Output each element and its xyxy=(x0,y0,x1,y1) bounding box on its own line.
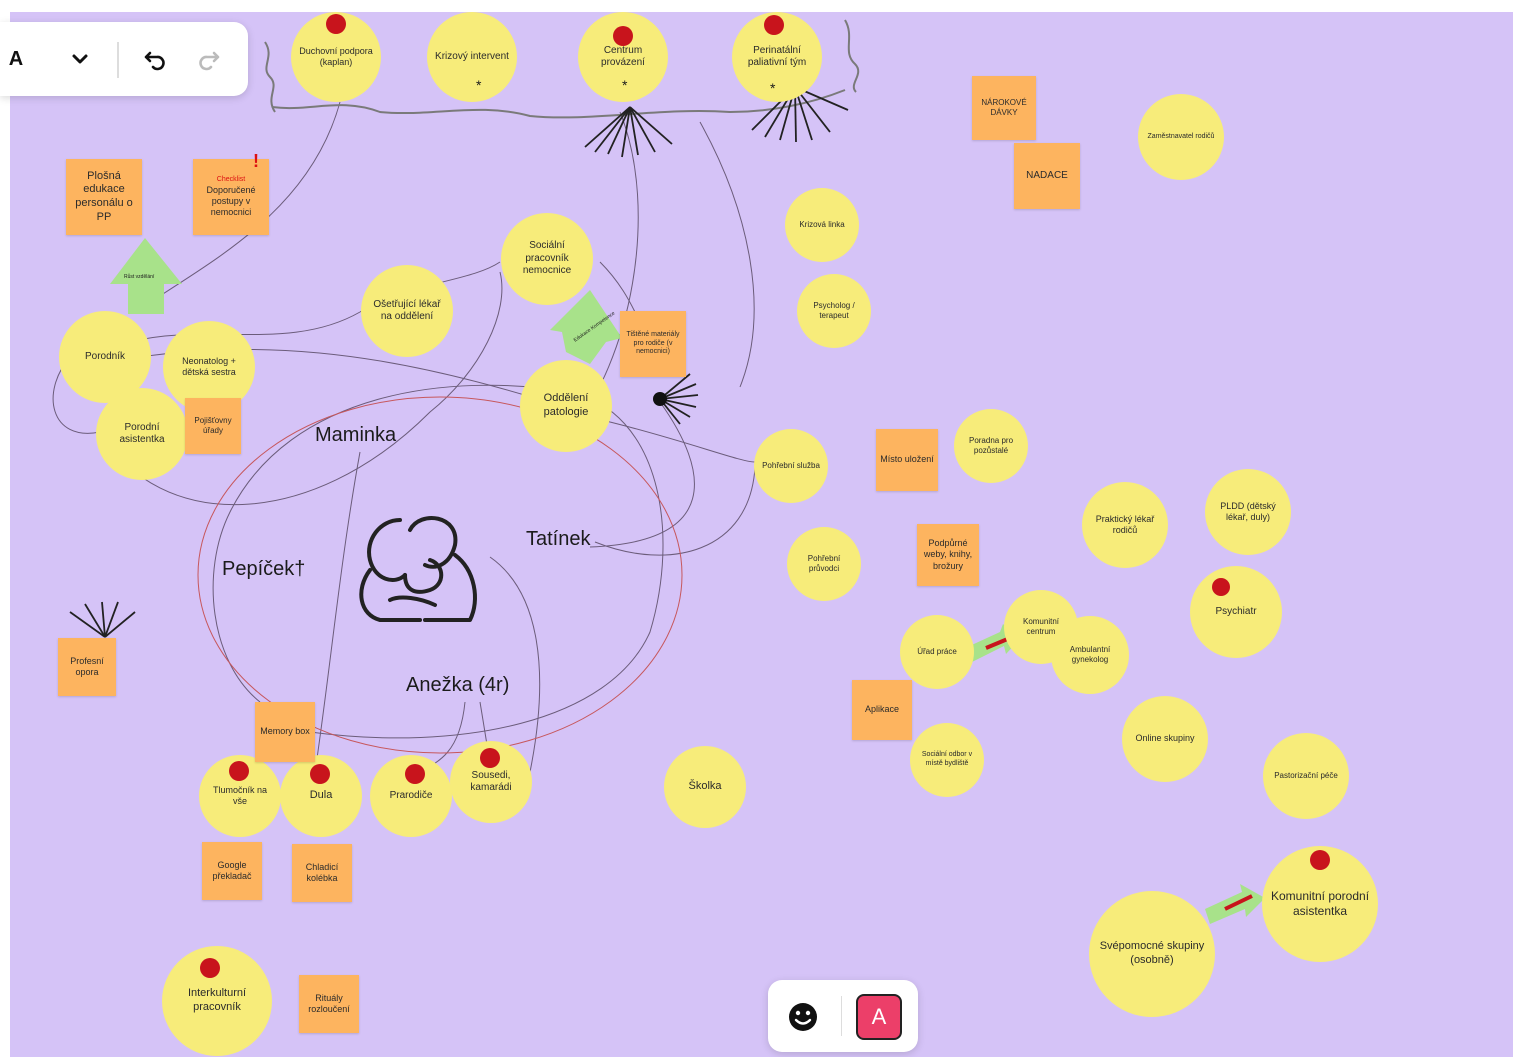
circle-poradna[interactable]: Poradna pro pozůstalé xyxy=(954,409,1028,483)
note-misto-ulozeni[interactable]: Místo uložení xyxy=(876,429,938,491)
note-memory-box[interactable]: Memory box xyxy=(255,702,315,762)
note-nadace[interactable]: NADACE xyxy=(1014,143,1080,209)
red-dot-marker xyxy=(480,748,500,768)
circle-svepomocne[interactable]: Svépomocné skupiny (osobně) xyxy=(1089,891,1215,1017)
circle-pohrebni-pruvodci[interactable]: Pohřební průvodci xyxy=(787,527,861,601)
red-dot-marker xyxy=(326,14,346,34)
asterisk-mark: * xyxy=(476,77,482,93)
circle-pohrebni-sluzba[interactable]: Pohřební služba xyxy=(754,429,828,503)
circle-pldd[interactable]: PLDD (dětský lékař, duly) xyxy=(1205,469,1291,555)
whiteboard-canvas[interactable]: Duchovní podpora (kaplan) Krizový interv… xyxy=(10,12,1513,1057)
red-dot-marker xyxy=(200,958,220,978)
label-maminka: Maminka xyxy=(315,424,397,446)
asterisk-mark: * xyxy=(622,77,628,93)
circle-online-skupiny[interactable]: Online skupiny xyxy=(1122,696,1208,782)
circle-skolka[interactable]: Školka xyxy=(664,746,746,828)
asterisk-mark: * xyxy=(770,80,776,96)
toolbar-divider xyxy=(117,42,119,78)
circle-psychiatr[interactable]: Psychiatr xyxy=(1190,566,1282,658)
connector-layer xyxy=(52,19,1265,924)
label-anezka: Anežka (4r) xyxy=(406,674,510,696)
circle-psycholog[interactable]: Psycholog / terapeut xyxy=(797,274,871,348)
note-google-prekladac[interactable]: Google překladač xyxy=(202,842,262,900)
toolbar: A xyxy=(0,22,248,96)
label-pepicek: Pepíček† xyxy=(222,558,306,580)
red-dot-marker xyxy=(764,15,784,35)
note-profesni-opora[interactable]: Profesní opora xyxy=(58,638,116,696)
circle-pastorizacni[interactable]: Pastorizační péče xyxy=(1263,733,1349,819)
circle-neonatolog[interactable]: Neonatolog + dětská sestra xyxy=(163,321,255,413)
undo-icon[interactable] xyxy=(140,44,170,74)
redo-icon[interactable] xyxy=(194,44,224,74)
note-tistene-materialy[interactable]: Tištěné materiály pro rodiče (v nemocnic… xyxy=(620,311,686,377)
circle-krizova-linka[interactable]: Krizová linka xyxy=(785,188,859,262)
circle-socialni-odbor[interactable]: Sociální odbor v místě bydliště xyxy=(910,723,984,797)
circle-ambulantni-gynekolog[interactable]: Ambulantní gynekolog xyxy=(1051,616,1129,694)
arrow-label-kvalita: Růst vzdělání xyxy=(124,274,155,280)
note-aplikace[interactable]: Aplikace xyxy=(852,680,912,740)
circle-prakticky-lekar[interactable]: Praktický lékař rodičů xyxy=(1082,482,1168,568)
bottom-divider xyxy=(841,996,842,1036)
font-style-button[interactable]: A xyxy=(8,47,24,70)
circle-porodnik[interactable]: Porodník xyxy=(59,311,151,403)
note-doporucene-postupy[interactable]: Checklist Doporučené postupy v nemocnici xyxy=(193,159,269,235)
note-plosna-edukace[interactable]: Plošná edukace personálu o PP xyxy=(66,159,142,235)
red-dot-marker xyxy=(1212,578,1230,596)
red-dot-marker xyxy=(310,764,330,784)
note-podpurne-weby[interactable]: Podpůrné weby, knihy, brožury xyxy=(917,524,979,586)
exclamation-icon: ! xyxy=(253,151,259,171)
circle-porodni-asistentka[interactable]: Porodní asistentka xyxy=(96,388,188,480)
circle-urad-prace[interactable]: Úřad práce xyxy=(900,615,974,689)
circle-osetrujici-lekar[interactable]: Ošetřující lékař na oddělení xyxy=(361,265,453,357)
red-dot-marker xyxy=(229,761,249,781)
circle-socialni-pracovnik[interactable]: Sociální pracovník nemocnice xyxy=(501,213,593,305)
red-dot-marker xyxy=(613,26,633,46)
circle-zamestnavatel[interactable]: Zaměstnavatel rodičů xyxy=(1138,94,1224,180)
chevron-down-icon[interactable] xyxy=(66,44,94,74)
note-ritualy[interactable]: Rituály rozloučení xyxy=(299,975,359,1033)
red-dot-marker xyxy=(1310,850,1330,870)
smiley-icon[interactable] xyxy=(788,1002,818,1037)
note-chladici-kolebka[interactable]: Chladicí kolébka xyxy=(292,844,352,902)
bottom-bar: A xyxy=(768,980,918,1052)
note-narokove-davky[interactable]: NÁROKOVÉ DÁVKY xyxy=(972,76,1036,140)
circle-oddeleni-patologie[interactable]: Oddělení patologie xyxy=(520,360,612,452)
circle-krizovy-intervent[interactable]: Krizový intervent xyxy=(427,12,517,102)
label-tatinek: Tatínek xyxy=(526,528,591,550)
avatar[interactable]: A xyxy=(856,994,902,1040)
circle-komunitni-asistentka[interactable]: Komunitní porodní asistentka xyxy=(1262,846,1378,962)
red-dot-marker xyxy=(405,764,425,784)
note-pojistovny[interactable]: Pojišťovny úřady xyxy=(185,398,241,454)
